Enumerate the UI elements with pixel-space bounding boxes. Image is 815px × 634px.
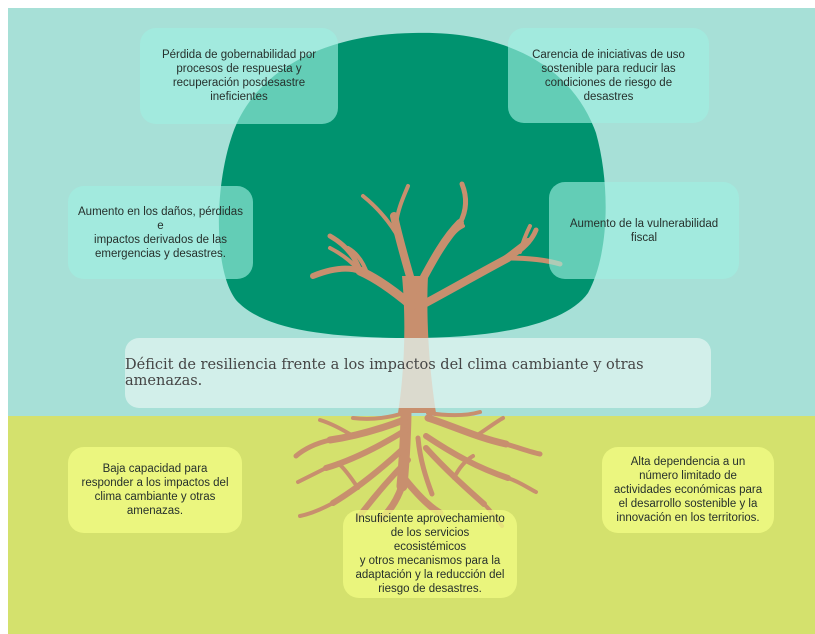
cause-line: innovación en los territorios. (616, 512, 760, 524)
effect-line: fiscal (630, 231, 658, 244)
cause-line: actividades económicas para (613, 484, 763, 496)
effect-line: impactos derivados de las (94, 233, 227, 246)
effect-line: condiciones de riesgo de (544, 76, 673, 89)
central-problem-text: Déficit de resiliencia frente a los impa… (125, 357, 644, 389)
effect-line: Aumento en los daños, pérdidas e (78, 205, 243, 232)
problem-tree-diagram: Déficit de resiliencia frente a los impa… (8, 8, 815, 634)
effect-line: sostenible para reducir las (541, 62, 676, 75)
central-problem-banner: Déficit de resiliencia frente a los impa… (125, 338, 711, 408)
cause-line: adaptación y la reducción del (355, 569, 505, 581)
effect-box-damages: Aumento en los daños, pérdidas e impacto… (68, 186, 253, 279)
cause-box-economic-dependence: Alta dependencia a un número limitado de… (602, 447, 774, 533)
cause-line: y otros mecanismos para la (359, 555, 501, 567)
effect-box-sustainable-use: Carencia de iniciativas de uso sostenibl… (508, 28, 709, 123)
effect-line: desastres (583, 90, 634, 103)
cause-line: responder a los impactos del (81, 477, 229, 489)
effect-line: Pérdida de gobernabilidad por (161, 49, 317, 61)
tree-roots (293, 402, 543, 528)
cause-line: Baja capacidad para (102, 463, 208, 475)
effect-line: Carencia de iniciativas de uso (532, 48, 685, 61)
effect-line: ineficientes (210, 91, 268, 103)
effect-line: emergencias y desastres. (94, 247, 227, 260)
cause-line: el desarrollo sostenible y la (618, 498, 758, 510)
effect-line: procesos de respuesta y (176, 63, 302, 75)
effect-line: Aumento de la vulnerabilidad (569, 217, 719, 230)
cause-line: número limitado de (639, 470, 737, 482)
tree-branches (310, 181, 563, 311)
tree-trunk-and-roots (293, 181, 563, 528)
cause-line: Alta dependencia a un (630, 456, 746, 468)
effect-line: recuperación posdesastre (172, 77, 306, 89)
effect-box-fiscal-vulnerability: Aumento de la vulnerabilidad fiscal (549, 182, 739, 279)
cause-line: amenazas. (126, 505, 184, 517)
cause-line: de los servicios ecosistémicos (390, 527, 470, 553)
cause-line: riesgo de desastres. (378, 583, 482, 595)
cause-line: Insuficiente aprovechamiento (355, 513, 505, 525)
cause-box-response-capacity: Baja capacidad para responder a los impa… (68, 447, 242, 533)
effect-box-governance: Pérdida de gobernabilidad por procesos d… (140, 28, 338, 124)
cause-line: clima cambiante y otras (94, 491, 216, 503)
cause-box-ecosystem-services: Insuficiente aprovechamiento de los serv… (343, 510, 517, 598)
